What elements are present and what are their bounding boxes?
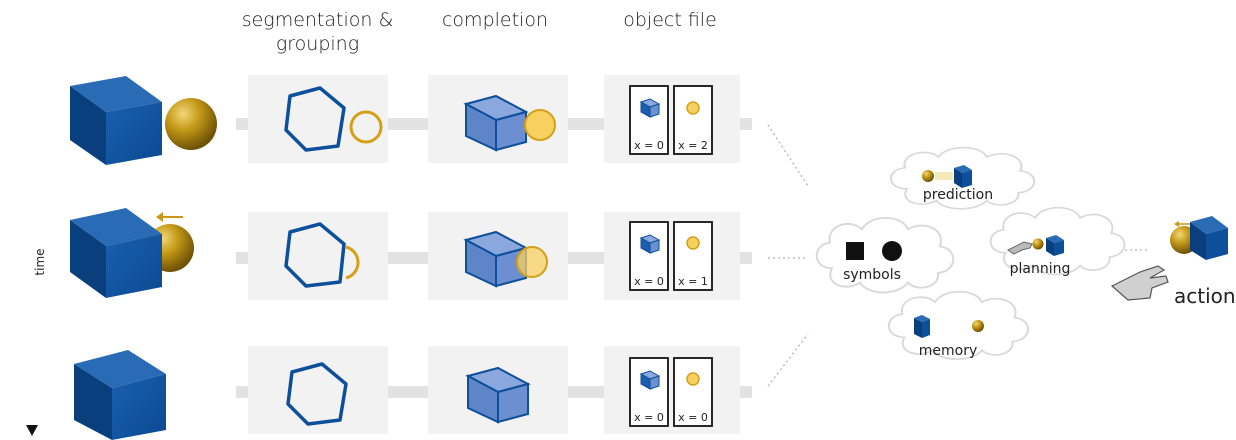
cube-file-card xyxy=(629,357,669,427)
cloud-planning: planning xyxy=(989,206,1126,277)
object-file-row-2: x = 0 x = 1 xyxy=(629,221,713,291)
sphere-x-value: x = 0 xyxy=(678,411,708,424)
circle-symbol-icon xyxy=(882,241,902,261)
cube-side xyxy=(70,220,106,298)
cube-side xyxy=(70,86,106,165)
hand-icon xyxy=(1110,265,1169,301)
hand-icon xyxy=(1007,241,1033,255)
cloud-label-memory: memory xyxy=(919,343,978,359)
cloud-label-planning: planning xyxy=(1010,261,1071,277)
cube-front xyxy=(1206,228,1228,260)
dotted-connectors xyxy=(767,124,1150,387)
segmentation-row-2 xyxy=(284,222,360,288)
sphere-x-value: x = 1 xyxy=(678,275,708,288)
sphere-outline-partial xyxy=(345,245,360,280)
object-file-row-3: x = 0 x = 0 xyxy=(629,357,713,427)
cloud-label-prediction: prediction xyxy=(923,187,993,203)
cloud-label-symbols: symbols xyxy=(843,267,901,283)
time-label: time xyxy=(33,248,47,275)
cube-file-card xyxy=(629,85,669,155)
sphere-completed xyxy=(524,109,556,141)
cube-file-card xyxy=(629,221,669,291)
cube-front xyxy=(106,234,162,298)
cube-outline xyxy=(286,362,348,426)
header-segmentation: segmentation & grouping xyxy=(241,9,394,55)
action-label: action xyxy=(1174,284,1236,308)
scene-row-3 xyxy=(74,350,166,440)
segmentation-row-3 xyxy=(286,362,348,426)
object-file-row-1: x = 0 x = 2 xyxy=(629,85,713,155)
completion-row-1 xyxy=(463,94,556,152)
cube-side xyxy=(1190,222,1206,260)
cube-x-value: x = 0 xyxy=(634,411,664,424)
gold-sphere xyxy=(165,98,217,150)
cloud-symbols: symbols xyxy=(815,216,955,294)
cloud-memory: memory xyxy=(887,290,1030,361)
sphere-file-card xyxy=(673,221,713,291)
scene-row-1 xyxy=(70,76,217,165)
cube-top xyxy=(70,208,162,246)
cube-x-value: x = 0 xyxy=(634,139,664,152)
action-scene: action xyxy=(1110,216,1236,308)
sphere-x-value: x = 2 xyxy=(678,139,708,152)
sphere-completed xyxy=(516,246,548,278)
scene-row-2 xyxy=(70,208,194,298)
cube-top xyxy=(1190,216,1228,234)
motion-arrowhead xyxy=(156,212,163,222)
cube-outline xyxy=(284,222,346,288)
motion-arrowhead xyxy=(1174,221,1179,227)
square-symbol-icon xyxy=(846,242,864,260)
sphere-outline xyxy=(349,110,383,144)
cloud-prediction: prediction xyxy=(889,146,1036,210)
completion-row-3 xyxy=(465,366,531,424)
cube-outline xyxy=(284,86,346,152)
cube-x-value: x = 0 xyxy=(634,275,664,288)
sphere-file-card xyxy=(673,357,713,427)
header-object-file: object file xyxy=(623,9,717,31)
segmentation-row-1 xyxy=(284,86,383,152)
cube-front xyxy=(112,374,166,440)
sphere-file-card xyxy=(673,85,713,155)
completion-row-2 xyxy=(463,230,548,288)
cube-top xyxy=(74,350,166,388)
cube-side xyxy=(74,364,112,440)
time-axis-arrowhead xyxy=(26,425,38,436)
cube-front xyxy=(106,102,162,165)
header-completion: completion xyxy=(441,9,548,31)
cube-top xyxy=(70,76,162,112)
